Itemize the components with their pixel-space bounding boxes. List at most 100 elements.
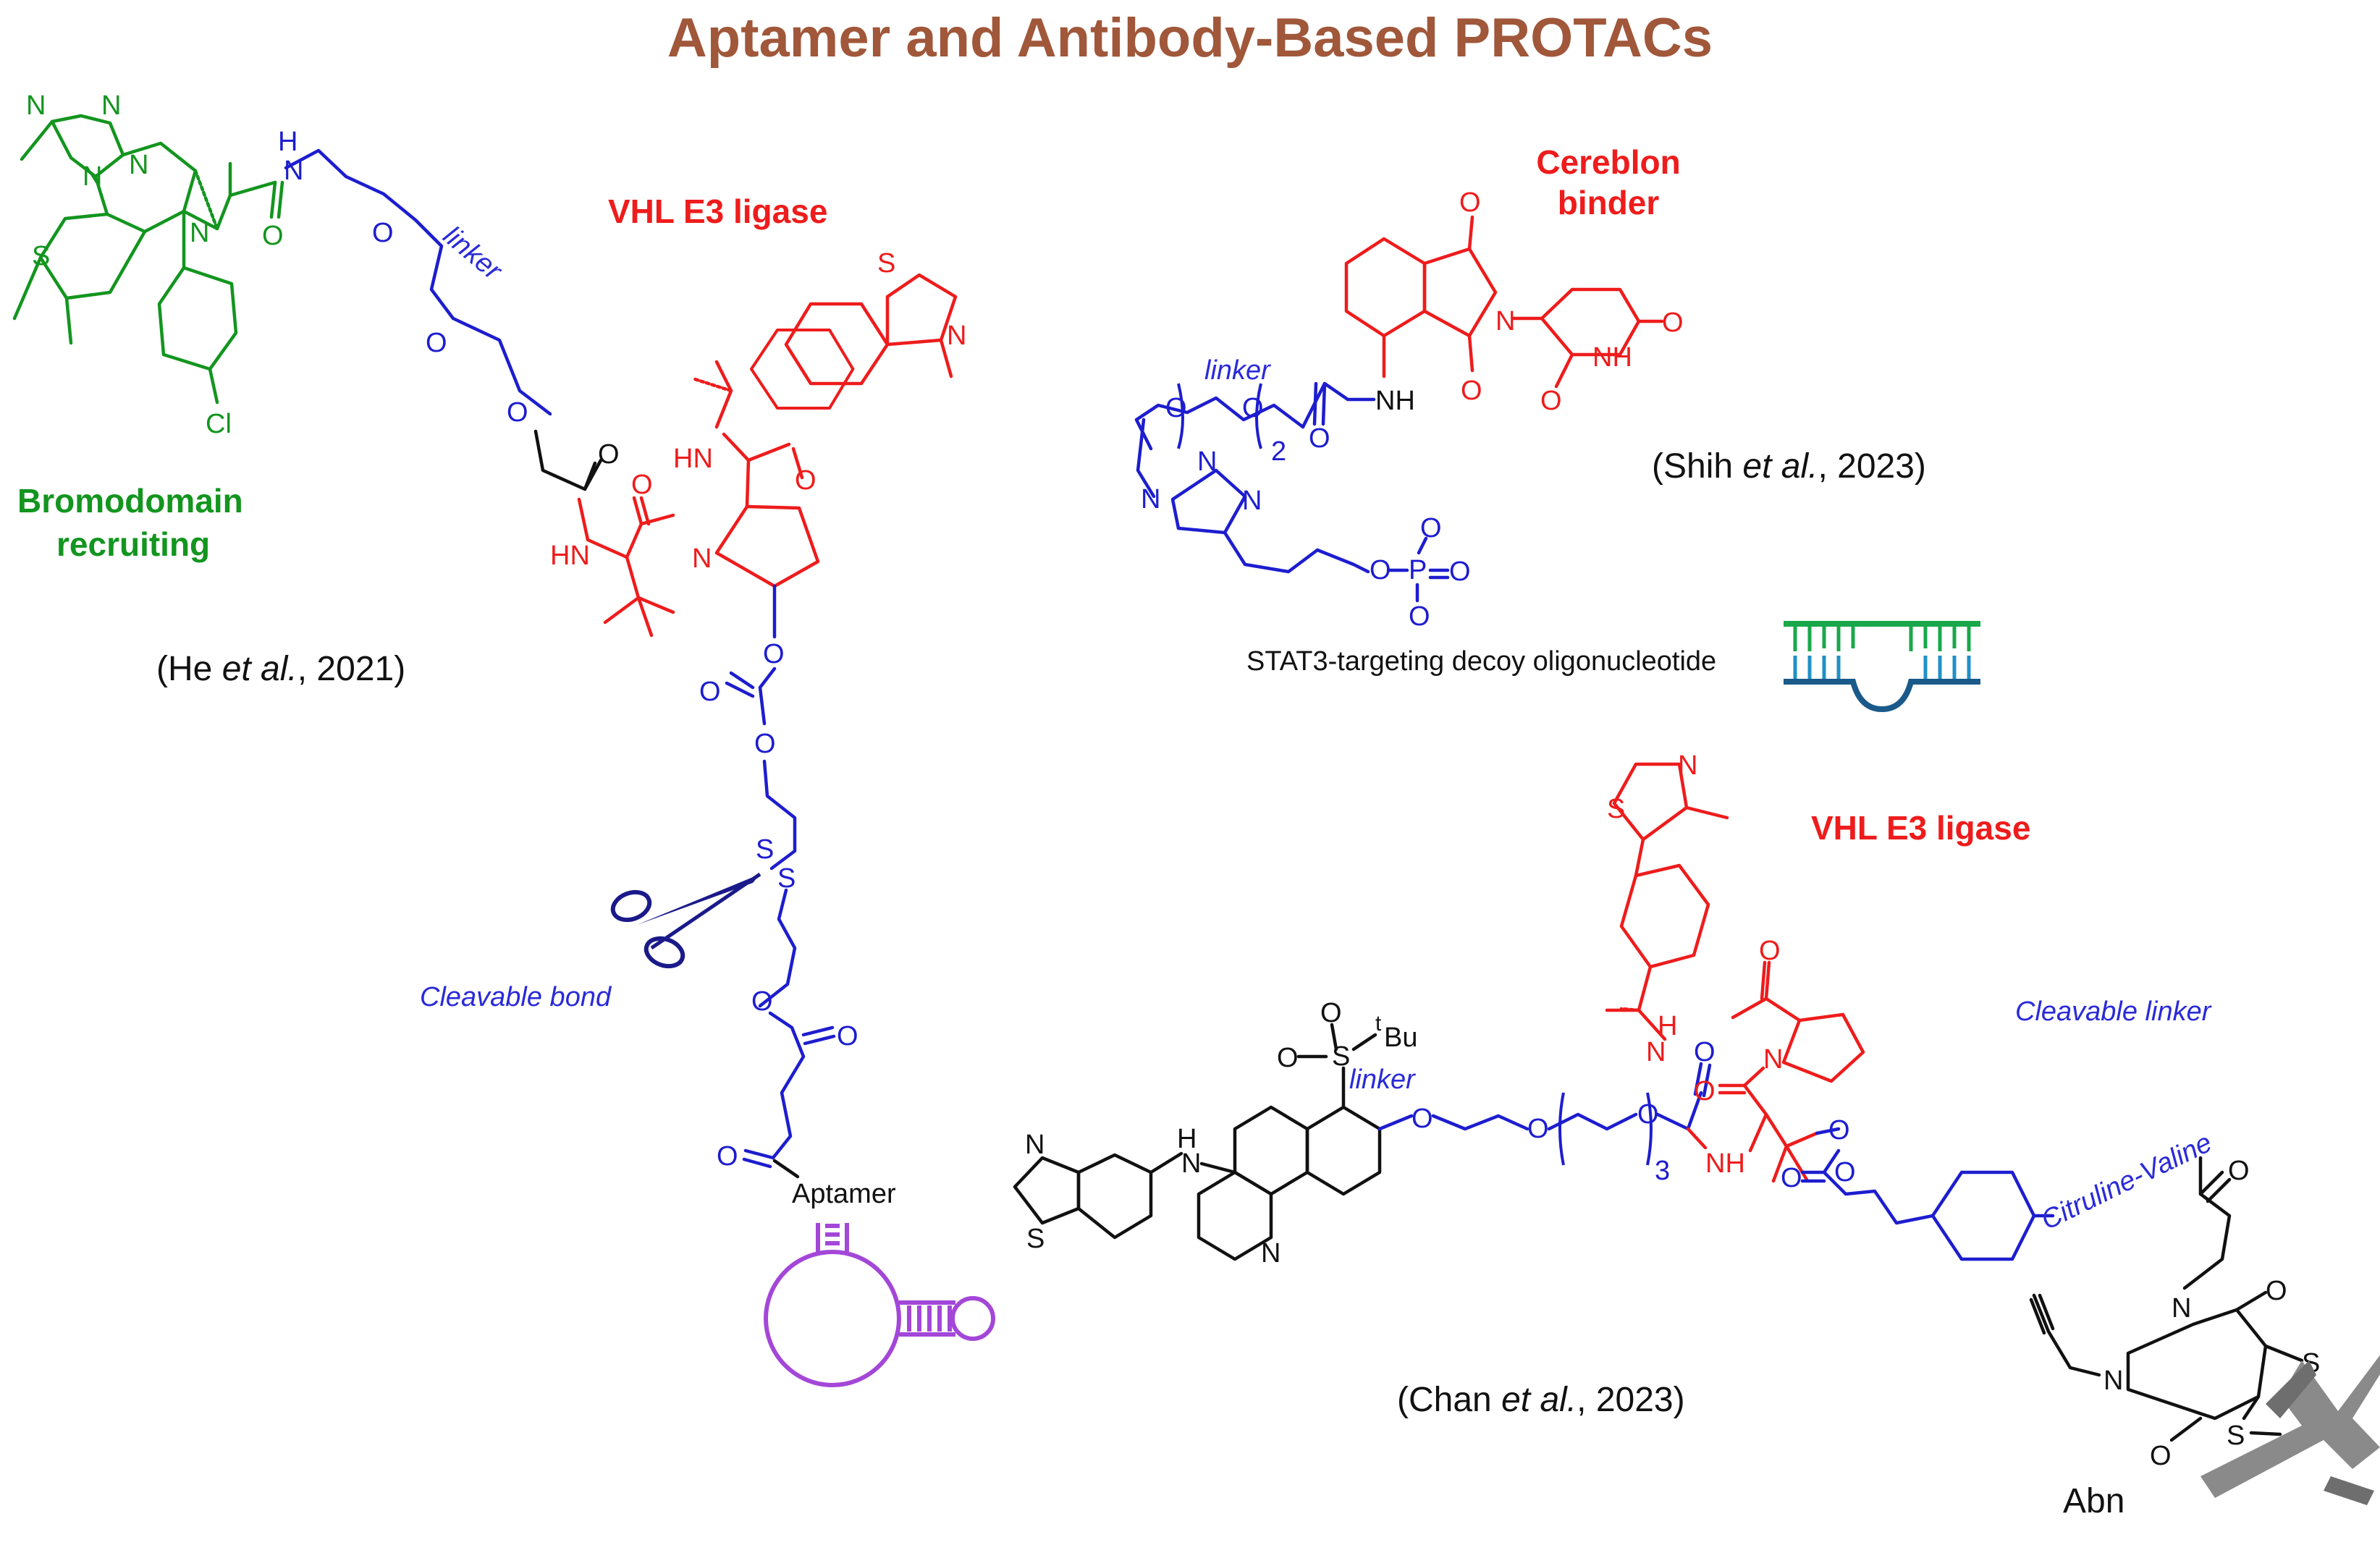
spacer-structure: O xyxy=(533,429,620,491)
atom-o: O xyxy=(1662,308,1684,338)
kinase-ligand-structure: N S H N N S O O t Bu xyxy=(1013,998,1417,1269)
atom-o: O xyxy=(754,729,776,759)
atom-o: O xyxy=(1320,998,1342,1028)
atom-cl: Cl xyxy=(206,409,232,439)
atom-o: O xyxy=(1781,1163,1802,1193)
atom-n: N xyxy=(1141,484,1160,515)
atom-o: O xyxy=(1834,1157,1856,1188)
panel-chan-2023: VHL E3 ligase Cleavable linker N S H N N… xyxy=(1013,750,2380,1520)
atom-nh: NH xyxy=(1705,1148,1745,1179)
atom-s: S xyxy=(1607,794,1625,824)
atom-o: O xyxy=(2266,1276,2287,1306)
atom-n: N xyxy=(190,218,209,248)
citrulline-valine-label: Citruline-Valine xyxy=(2037,1127,2217,1236)
atom-nh: NH xyxy=(1592,342,1632,373)
atom-o: O xyxy=(372,218,394,248)
atom-o: O xyxy=(1409,601,1430,632)
atom-o: O xyxy=(1411,1104,1433,1134)
decoy-label: STAT3-targeting decoy oligonucleotide xyxy=(1246,646,1716,677)
cereblon-label-2: binder xyxy=(1558,184,1660,221)
atom-o: O xyxy=(751,986,773,1017)
atom-n: N xyxy=(947,321,966,351)
linker-label: linker xyxy=(1204,355,1271,386)
aptamer-structure: Aptamer xyxy=(764,1159,995,1387)
atom-o: O xyxy=(1461,376,1482,406)
atom-h: H xyxy=(1177,1124,1197,1154)
atom-o: O xyxy=(598,439,620,470)
atom-o: O xyxy=(699,677,721,707)
atom-o: O xyxy=(1694,1076,1716,1106)
atom-n: N xyxy=(129,150,148,180)
atom-n: N xyxy=(83,161,102,192)
atom-o: O xyxy=(2150,1441,2172,1471)
linker-label: linker xyxy=(1349,1064,1416,1095)
bromodomain-ligand-structure: N N N N N S O Cl xyxy=(12,90,284,439)
vhl-label-chan: VHL E3 ligase xyxy=(1811,809,2030,847)
panel-shih-2023: Cereblon binder O N O O NH O NH O xyxy=(1134,143,1980,713)
vhl-ligand-structure: S N HN O N HN O VHL E3 ligase xyxy=(550,192,966,638)
atom-n: N xyxy=(1763,1044,1783,1075)
atom-o: O xyxy=(1449,556,1471,587)
atom-o: O xyxy=(1527,1114,1549,1144)
vhl-ligand-structure-chan: NH O N O H N S N xyxy=(1605,750,1865,1183)
citation-chan: (Chan et al., 2023) xyxy=(1397,1381,1685,1419)
atom-o: O xyxy=(795,465,816,496)
cereblon-binder-structure: O N O O NH O xyxy=(1344,187,1684,416)
diagram-title: Aptamer and Antibody-Based PROTACs xyxy=(667,7,1713,69)
atom-o: O xyxy=(1759,936,1781,966)
tbu-superscript: t xyxy=(1375,1012,1382,1036)
citation-he: (He et al., 2021) xyxy=(156,650,405,688)
atom-n: N xyxy=(101,90,121,121)
atom-s: S xyxy=(877,248,895,279)
atom-o: O xyxy=(1420,513,1442,543)
atom-nh: NH xyxy=(1375,386,1415,416)
chan-linker-structure: O O O 3 O linker xyxy=(1349,1037,1716,1186)
scissors-icon xyxy=(610,872,761,969)
atom-n: N xyxy=(1646,1037,1666,1067)
atom-h: H xyxy=(278,127,298,157)
tbu-label: Bu xyxy=(1384,1023,1417,1053)
atom-p: P xyxy=(1409,555,1427,585)
atom-o: O xyxy=(262,221,284,251)
atom-s: S xyxy=(756,834,774,865)
atom-s: S xyxy=(2227,1421,2245,1451)
cleavable-bond-label: Cleavable bond xyxy=(420,982,612,1012)
atom-o: O xyxy=(2228,1156,2250,1186)
atom-o: O xyxy=(1694,1037,1716,1067)
atom-o: O xyxy=(717,1141,738,1172)
atom-o: O xyxy=(763,639,785,669)
atom-n: N xyxy=(1261,1238,1280,1269)
atom-n: N xyxy=(2103,1366,2123,1396)
peg-linker-structure: H N O O O linker xyxy=(278,127,552,428)
bromodomain-label-2: recruiting xyxy=(56,525,210,563)
aptamer-icon xyxy=(764,1223,995,1387)
atom-o: O xyxy=(837,1021,858,1051)
atom-o: O xyxy=(631,470,653,500)
linker-subscript: 3 xyxy=(1655,1156,1670,1186)
atom-hn: HN xyxy=(550,541,590,571)
atom-hn: HN xyxy=(673,444,713,474)
citation-shih: (Shih et al., 2023) xyxy=(1652,447,1926,486)
linker-label: linker xyxy=(437,221,508,287)
atom-n: N xyxy=(1025,1130,1045,1160)
linker-subscript: 2 xyxy=(1271,436,1286,467)
cereblon-label-1: Cereblon xyxy=(1536,143,1680,181)
atom-s: S xyxy=(32,241,50,271)
atom-o: O xyxy=(426,328,447,358)
cleavable-linker-label: Cleavable linker xyxy=(2015,996,2212,1027)
atom-o: O xyxy=(1277,1043,1299,1073)
shih-linker-structure: NH O O O 2 linker N N N O P O xyxy=(1134,355,1471,632)
antibody-icon xyxy=(2200,1355,2380,1505)
atom-n: N xyxy=(1678,750,1697,781)
atom-n: N xyxy=(284,156,303,186)
panel-he-2021: N N N N N S O Cl H N O O O linker O xyxy=(12,90,995,1387)
atom-n: N xyxy=(26,90,46,121)
cleavable-linker-structure: O O O Citruline-Valine xyxy=(1781,1115,2217,1261)
antibody-conjugate-structure: O N N O O S S xyxy=(2029,1156,2320,1471)
atom-n: N xyxy=(1197,446,1217,477)
disulfide-linker-structure: O O O S S O O O Cleavable xyxy=(420,584,858,1172)
atom-n: N xyxy=(1495,306,1515,336)
atom-o: O xyxy=(1242,393,1264,423)
aptamer-label: Aptamer xyxy=(792,1179,896,1209)
